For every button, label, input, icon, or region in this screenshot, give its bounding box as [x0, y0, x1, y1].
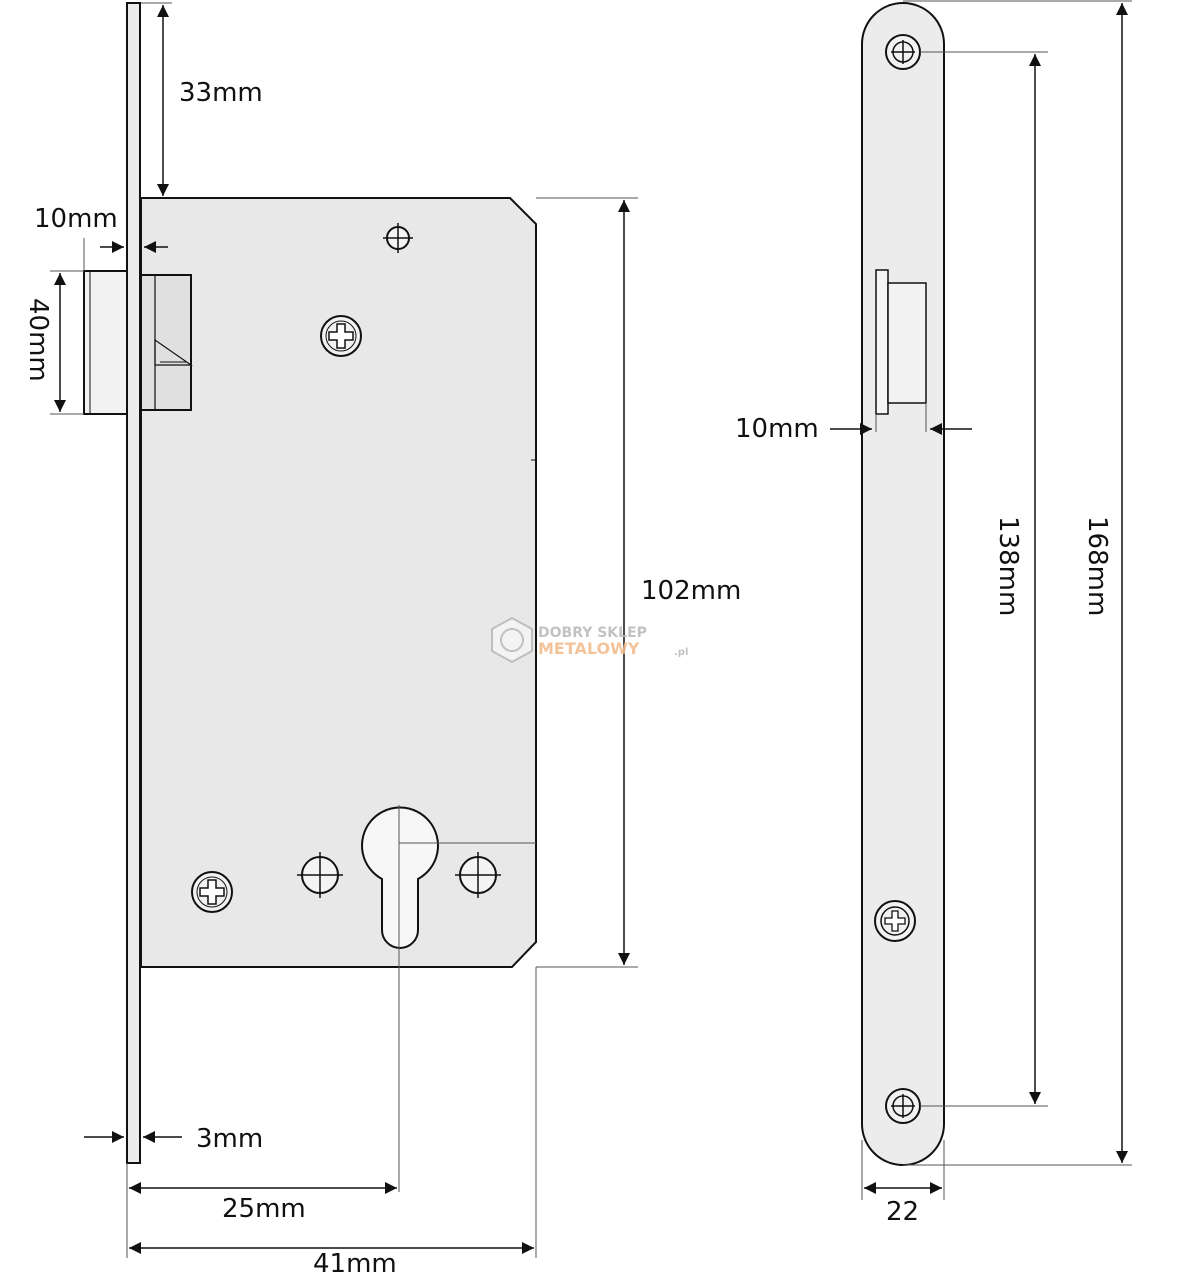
dim-backset: 25mm: [222, 1194, 306, 1224]
dim-faceplate-width: 22: [886, 1197, 919, 1227]
fixing-hole-icon: [297, 852, 343, 898]
dimension-lines-right: [830, 0, 1132, 1200]
dim-strike-latch-width: 10mm: [735, 414, 819, 444]
faceplate-front-view: [861, 2, 945, 1166]
fixing-hole-icon: [383, 223, 413, 253]
phillips-screw-icon: [191, 871, 233, 913]
dim-latch-height: 40mm: [23, 298, 53, 382]
faceplate-front: [861, 2, 945, 1166]
lock-body-side-view: [83, 2, 537, 1192]
dim-screw-spacing: 138mm: [993, 516, 1023, 616]
dim-body-height: 102mm: [641, 576, 741, 606]
dim-faceplate-gap: 10mm: [34, 204, 118, 234]
latch-window: [875, 269, 889, 415]
phillips-screw-icon: [874, 900, 916, 942]
hex-nut-icon: [491, 616, 533, 664]
latch-bolt: [83, 270, 193, 415]
faceplate-side: [126, 2, 141, 1164]
screw-hole-icon: [885, 34, 921, 70]
dimension-lines-left: [50, 2, 638, 1258]
watermark-line1: DOBRY SKLEP: [538, 625, 647, 641]
phillips-screw-icon: [320, 315, 362, 357]
watermark-suffix: .pl: [674, 647, 688, 658]
dim-top-offset: 33mm: [179, 78, 263, 108]
dim-faceplate-length: 168mm: [1082, 516, 1112, 616]
dim-body-depth: 41mm: [313, 1249, 397, 1279]
dim-faceplate-thickness: 3mm: [196, 1124, 263, 1154]
watermark-line2: METALOWY: [538, 639, 640, 658]
screw-hole-icon: [885, 1088, 921, 1124]
fixing-hole-icon: [455, 852, 501, 898]
watermark-logo: DOBRY SKLEP METALOWY .pl: [491, 616, 688, 664]
lock-case: [140, 197, 537, 968]
